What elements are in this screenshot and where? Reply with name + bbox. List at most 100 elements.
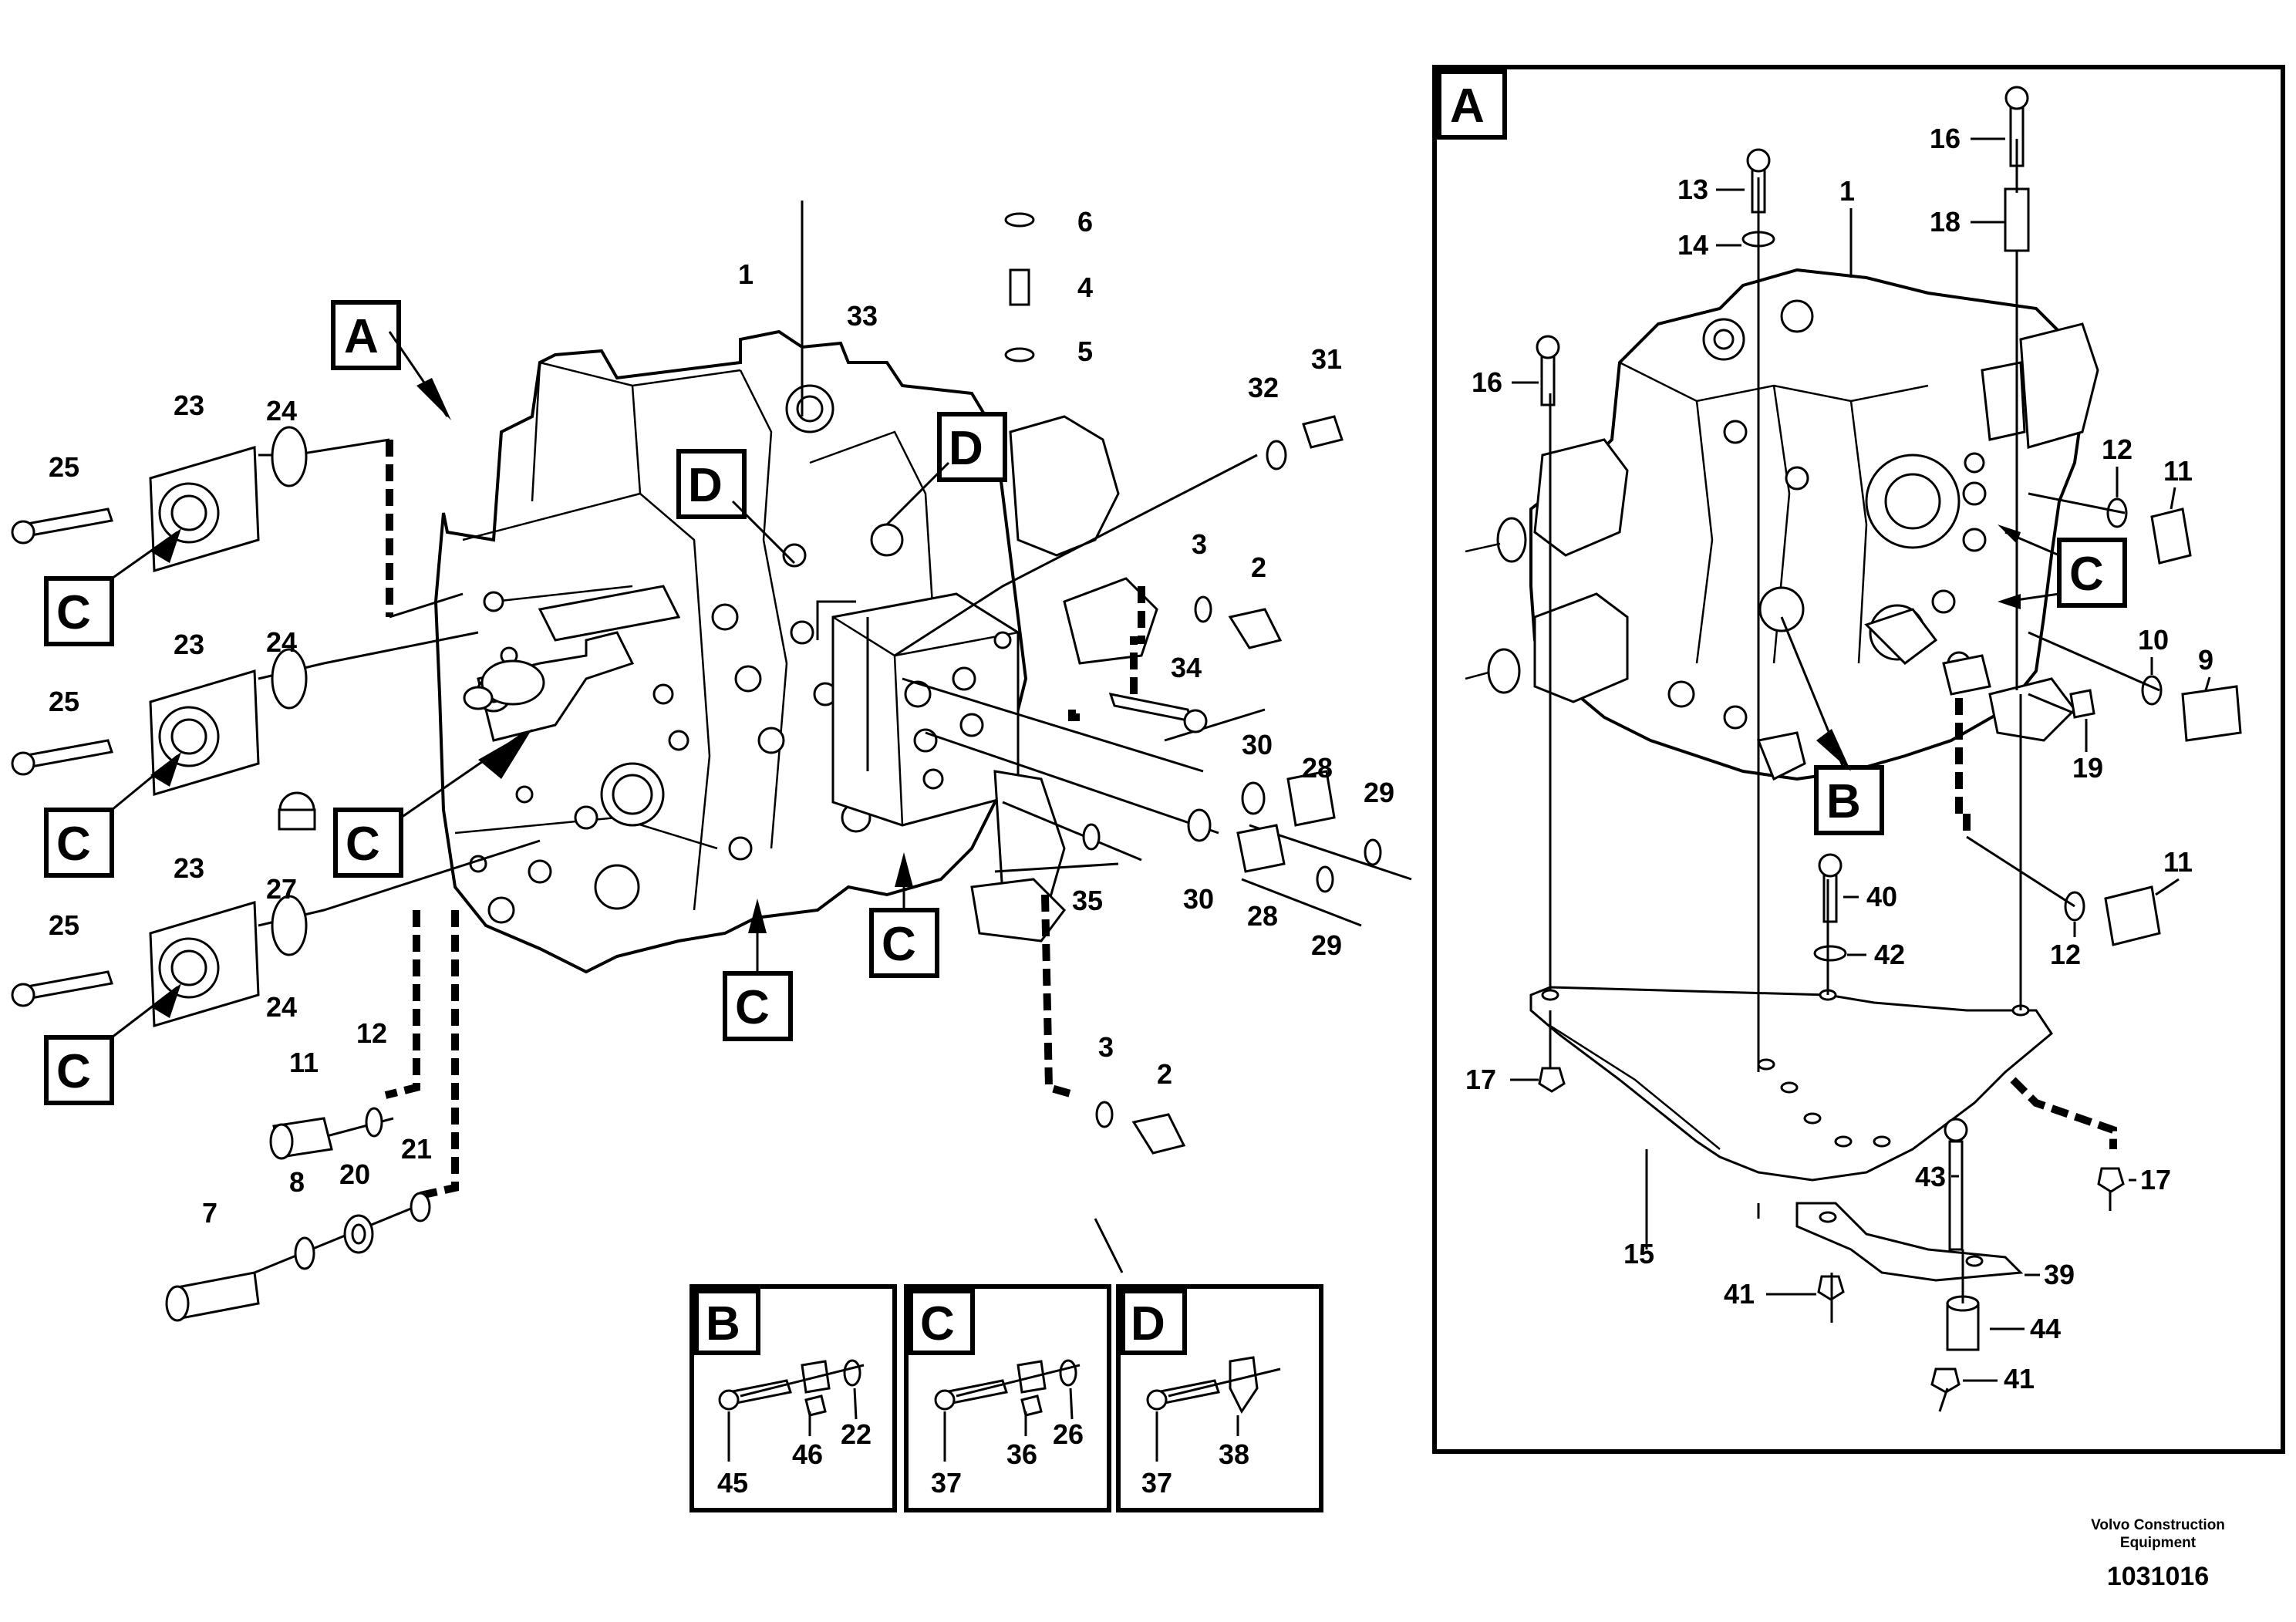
- detailA-label-11-lower: 11: [2163, 846, 2193, 878]
- detail-B-parts: [718, 1359, 865, 1417]
- detailB-label-46: 46: [792, 1438, 823, 1470]
- detail-A-title: A: [1450, 79, 1485, 133]
- detailA-label-17-right: 17: [2140, 1164, 2171, 1195]
- detail-C-frame: [904, 1284, 1111, 1512]
- label-3-upper: 3: [1192, 528, 1207, 560]
- detailA-label-19: 19: [2072, 752, 2103, 784]
- tag-C-main-3: C: [56, 1045, 91, 1098]
- detailA-label-16-left: 16: [1472, 366, 1502, 398]
- detailA-label-40: 40: [1866, 881, 1897, 912]
- tag-C-main-2: C: [56, 818, 91, 871]
- detailA-label-41-left: 41: [1724, 1278, 1755, 1310]
- detailA-label-39: 39: [2044, 1259, 2075, 1290]
- label-6: 6: [1077, 206, 1093, 238]
- detailC-label-36: 36: [1006, 1438, 1037, 1470]
- label-28-upper: 28: [1302, 752, 1333, 784]
- label-23-middle: 23: [174, 629, 204, 660]
- label-30-upper: 30: [1242, 729, 1273, 760]
- detailB-leader-22: [853, 1388, 858, 1420]
- detail-D-parts: [1146, 1356, 1281, 1414]
- detailA-label-41-right: 41: [2004, 1363, 2035, 1394]
- detailA-label-42: 42: [1874, 939, 1905, 970]
- tag-A-main: A: [344, 310, 379, 363]
- tag-D-main-1: D: [688, 459, 723, 512]
- label-24-bottom: 24: [266, 991, 297, 1023]
- detail-C-parts: [934, 1359, 1081, 1417]
- detail-A-leader-lines: [1549, 139, 2160, 1412]
- label-24-top: 24: [266, 395, 297, 427]
- label-25-middle: 25: [49, 686, 79, 717]
- detail-B-frame: [689, 1284, 897, 1512]
- brand-line-2: Equipment: [2120, 1535, 2197, 1551]
- label-4: 4: [1077, 271, 1093, 303]
- detailC-label-37: 37: [931, 1467, 962, 1499]
- detailA-label-11-upper: 11: [2163, 455, 2193, 487]
- detailA-label-18: 18: [1930, 206, 1961, 238]
- main-small-parts: [165, 212, 1382, 1322]
- main-valve-assembly: [433, 329, 1158, 974]
- main-label-group: 1 33 6 4 5 32 31 3 2 34 30 28 29 30 28 2…: [49, 206, 1394, 1229]
- detailA-label-17-left: 17: [1465, 1064, 1496, 1095]
- label-5: 5: [1077, 336, 1093, 367]
- label-25-top: 25: [49, 451, 79, 483]
- label-34: 34: [1171, 652, 1202, 683]
- label-35: 35: [1072, 885, 1103, 916]
- tag-C-detailA: C: [2069, 548, 2104, 601]
- detailA-label-14: 14: [1677, 229, 1708, 261]
- detailD-label-38: 38: [1219, 1438, 1249, 1470]
- label-2-upper: 2: [1251, 551, 1266, 583]
- label-11: 11: [289, 1047, 319, 1078]
- label-28-lower: 28: [1247, 900, 1278, 932]
- detailB-label-22: 22: [841, 1418, 872, 1450]
- label-12: 12: [356, 1017, 387, 1049]
- tag-C-main-4: C: [346, 818, 380, 871]
- detailA-label-15: 15: [1623, 1238, 1654, 1270]
- label-8: 8: [289, 1166, 305, 1198]
- detailD-label-37: 37: [1141, 1467, 1172, 1499]
- detailA-label-10: 10: [2138, 624, 2169, 656]
- tag-C-main-1: C: [56, 586, 91, 639]
- routing-dashed-lines: [384, 440, 1145, 1199]
- label-30-lower: 30: [1183, 883, 1214, 915]
- main-section-tags: A D D C C C C C C: [44, 300, 1007, 1105]
- detailA-label-16-top: 16: [1930, 123, 1961, 154]
- label-20: 20: [339, 1158, 370, 1190]
- detailA-label-43: 43: [1915, 1161, 1946, 1192]
- detailA-label-12-upper: 12: [2102, 433, 2132, 465]
- tag-B-detailA: B: [1826, 775, 1861, 828]
- detailC-leader-26: [1069, 1388, 1074, 1420]
- detail-B-title: B: [706, 1297, 740, 1351]
- detail-A-base-plate: [1529, 986, 2053, 1182]
- tag-D-main-2: D: [949, 422, 983, 475]
- detail-A-label-leaders: [1510, 137, 2211, 1382]
- label-29-upper: 29: [1364, 777, 1394, 808]
- detailA-label-12-lower: 12: [2050, 939, 2081, 970]
- detail-A-frame: [1432, 65, 2285, 1454]
- detailB-label-45: 45: [717, 1467, 748, 1499]
- detail-C-title: C: [920, 1297, 955, 1351]
- detailA-label-13: 13: [1677, 174, 1708, 205]
- label-1: 1: [738, 258, 754, 290]
- label-23-top: 23: [174, 389, 204, 421]
- label-29-lower: 29: [1311, 929, 1342, 961]
- label-25-bottom: 25: [49, 909, 79, 941]
- label-32: 32: [1248, 372, 1279, 403]
- detail-A-assembly: [1465, 268, 2099, 781]
- detail-A-label-group: 13 14 1 16 18 16 12 11 10 9 19 11 12 40 …: [1465, 123, 2213, 1394]
- detailC-label-26: 26: [1053, 1418, 1084, 1450]
- label-31: 31: [1311, 343, 1342, 375]
- detail-A-section-tags: C B: [1780, 524, 2127, 835]
- label-23-bottom: 23: [174, 852, 204, 884]
- label-2-lower: 2: [1157, 1058, 1172, 1090]
- tag-C-main-5: C: [735, 981, 770, 1034]
- label-3-lower: 3: [1098, 1031, 1114, 1063]
- label-33: 33: [847, 300, 878, 332]
- label-27: 27: [266, 873, 297, 905]
- detailA-label-1: 1: [1839, 175, 1855, 207]
- drawing-number: 1031016: [2107, 1562, 2209, 1591]
- detailA-label-9: 9: [2198, 644, 2213, 676]
- detail-D-title: D: [1131, 1297, 1165, 1351]
- label-24-middle: 24: [266, 626, 297, 658]
- label-7: 7: [202, 1197, 217, 1229]
